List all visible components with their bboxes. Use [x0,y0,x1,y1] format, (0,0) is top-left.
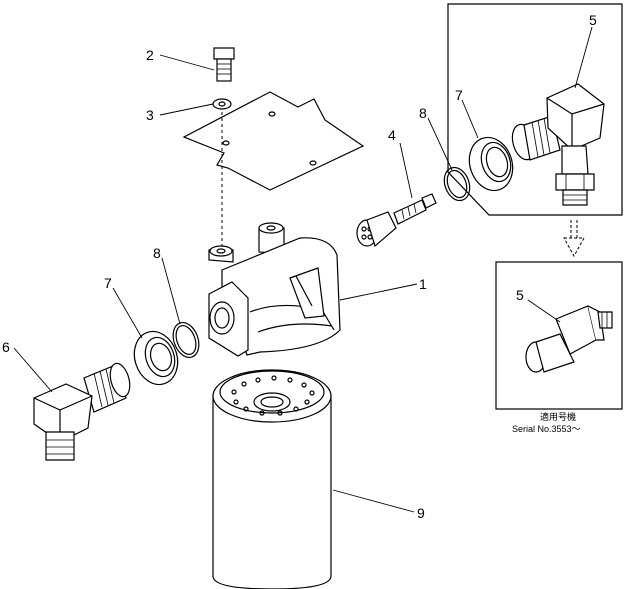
sensor-part-4 [356,193,437,248]
ring-part-7-left [133,330,179,386]
o-ring-part-8-right [443,166,471,202]
ring-part-7-right [468,136,514,192]
elbow-fitting-part-5-top [511,83,605,206]
callout-7-right: 7 [455,87,463,103]
callout-4: 4 [388,127,396,143]
callout-7-left: 7 [104,275,112,291]
leader-lines [13,26,593,513]
callout-3: 3 [146,107,154,123]
callout-5-inset: 5 [516,287,524,303]
bolt-part-2 [213,47,235,82]
callout-8-right: 8 [419,105,427,121]
callout-8-left: 8 [153,245,161,261]
callout-5-top: 5 [589,12,597,28]
washer-part-3 [212,98,232,110]
callout-6: 6 [2,339,10,355]
callout-1: 1 [419,276,427,292]
mounting-bracket [182,91,365,191]
inset-box-lower [495,261,623,410]
replacement-arrow [563,220,585,258]
filter-head-part-1 [208,222,341,357]
callout-2: 2 [146,47,154,63]
filter-cartridge-part-9 [212,369,332,589]
elbow-fitting-part-6 [33,362,131,461]
inset-box-upper [447,3,623,216]
serial-number-label: Serial No.3553～ [512,424,581,434]
applicable-machines-label: 適用号機 [540,411,576,422]
callout-9: 9 [417,505,425,521]
